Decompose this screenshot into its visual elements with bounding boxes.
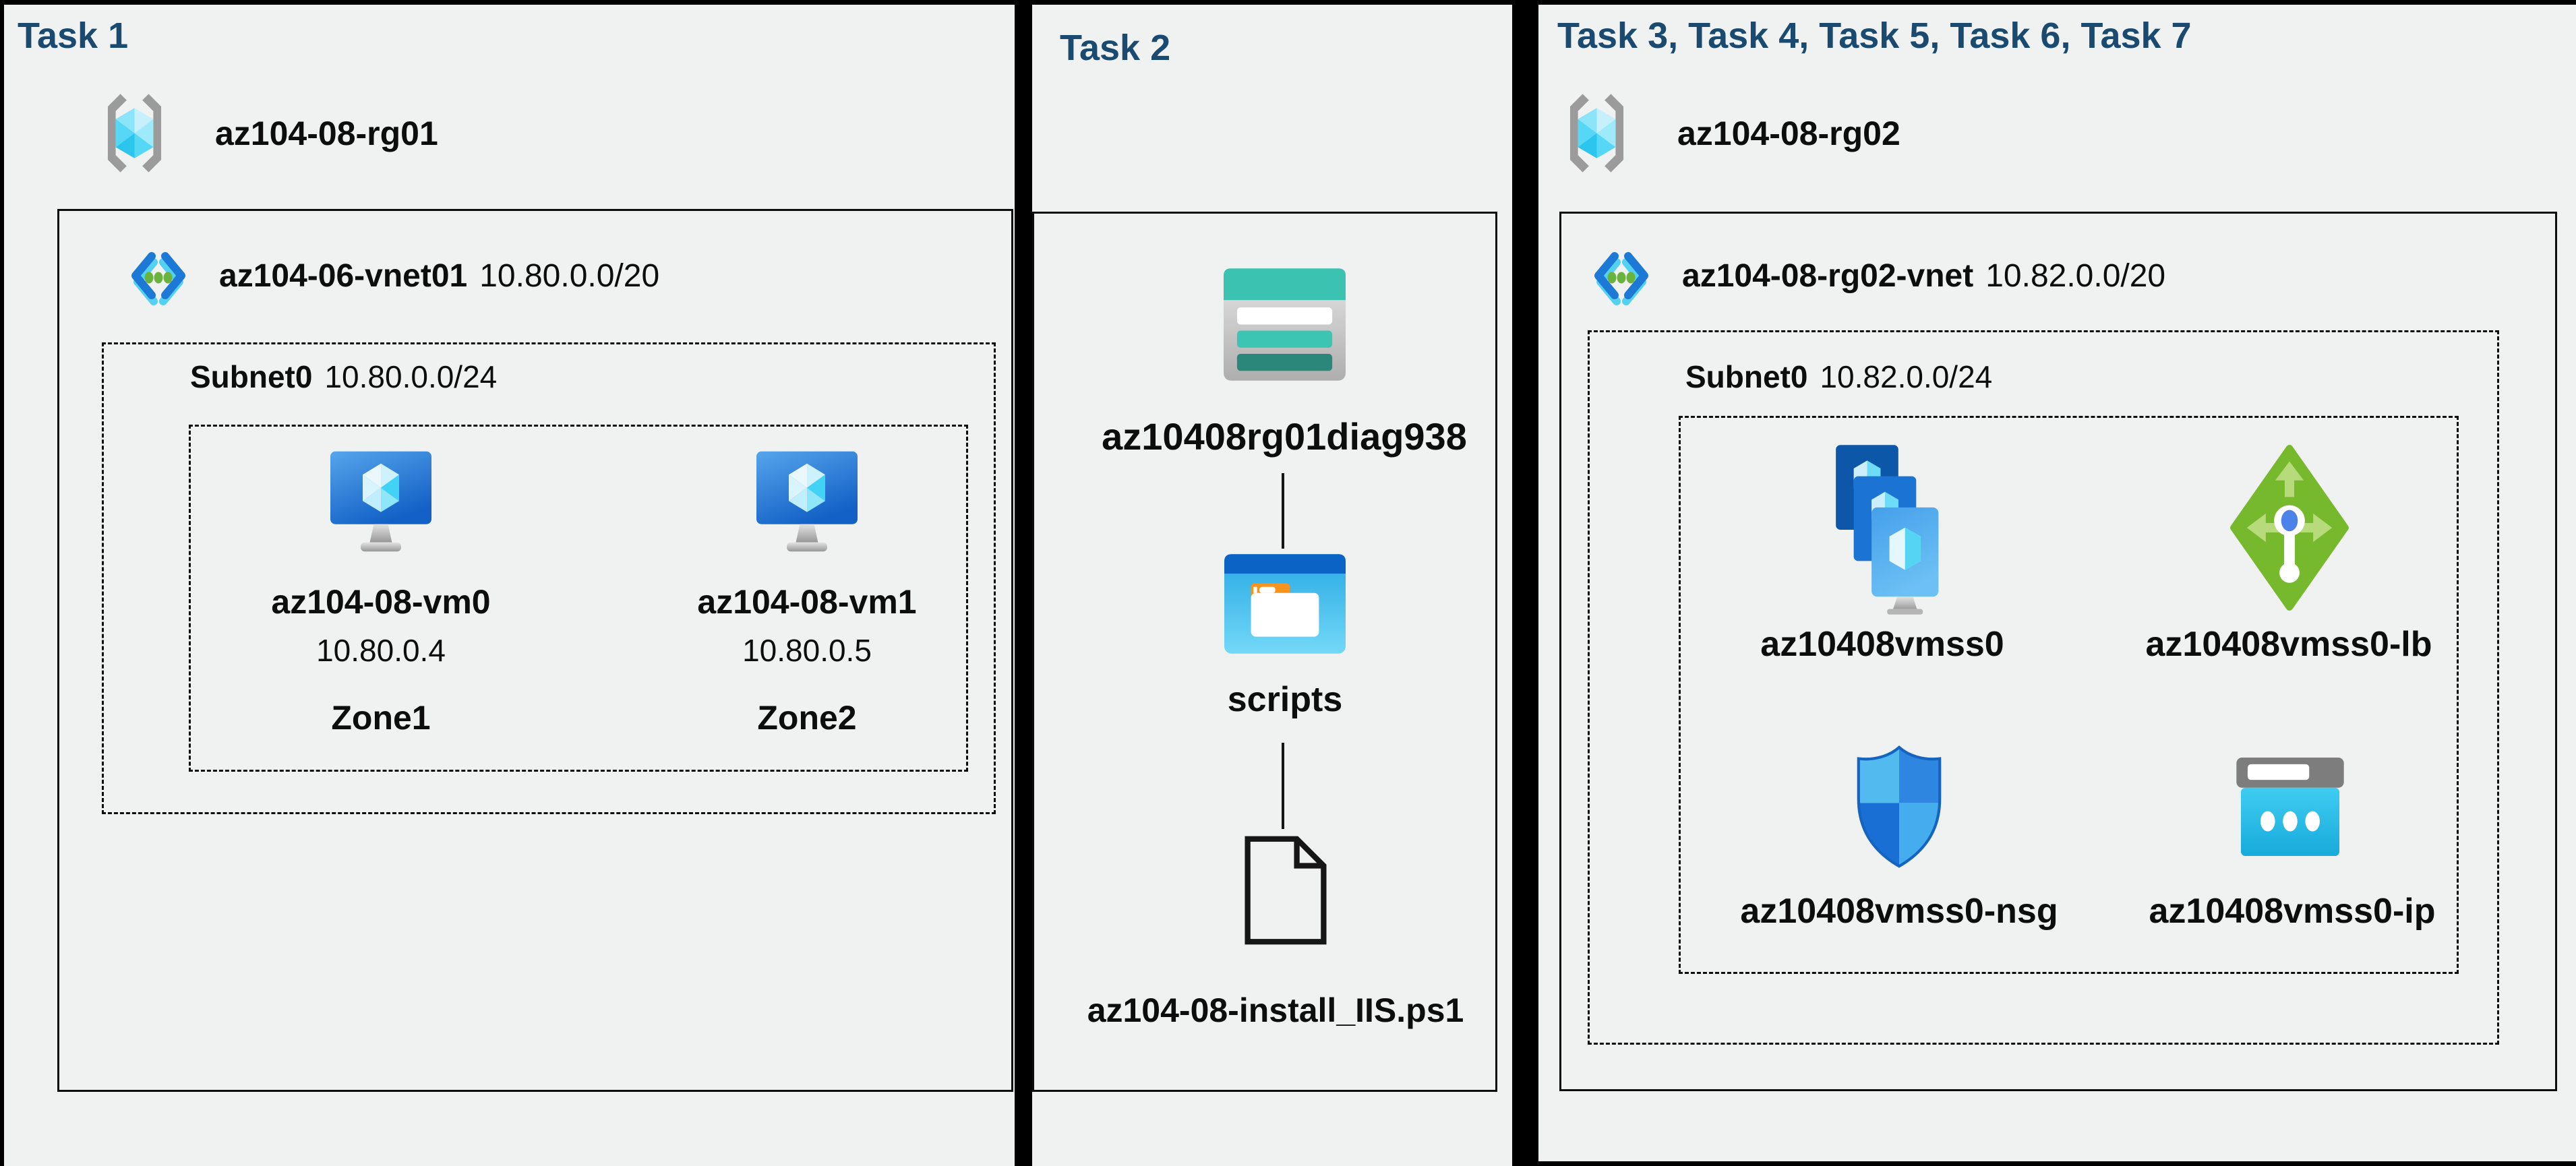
panel-separator-2	[1512, 0, 1538, 1166]
load-balancer-name: az10408vmss0-lb	[2145, 625, 2432, 664]
vnet-cidr: 10.80.0.0/20	[479, 257, 660, 294]
panel-separator-1	[1015, 0, 1032, 1166]
public-ip-icon	[2236, 757, 2344, 857]
script-file-icon	[1245, 836, 1327, 945]
vm-zone: Zone1	[331, 699, 431, 737]
vnet-name: az104-06-vnet01	[219, 257, 468, 294]
vnet-label: az104-08-rg02-vnet 10.82.0.0/20	[1682, 257, 2165, 295]
network-security-group-icon	[1857, 745, 1942, 868]
vnet-name: az104-08-rg02-vnet	[1682, 257, 1974, 294]
vm-name: az104-08-vm0	[271, 583, 491, 621]
panel3-vnet-box	[1559, 212, 2557, 1091]
frame-left-border	[0, 0, 4, 1166]
panel3-subnet-box	[1588, 330, 2499, 1045]
vm-name: az104-08-vm1	[697, 583, 917, 621]
panel3-title: Task 3, Task 4, Task 5, Task 6, Task 7	[1557, 16, 2192, 56]
panel3-bottom-border	[1538, 1161, 2576, 1166]
vm-scale-set-icon	[1836, 445, 1939, 615]
resource-group-icon	[1569, 94, 1624, 173]
panel3-resource-group: az104-08-rg02	[1561, 94, 1900, 173]
panel1-vnet-box	[57, 209, 1013, 1092]
panel1-subnet-label: Subnet0 10.80.0.0/24	[190, 359, 497, 395]
virtual-network-icon	[131, 252, 185, 305]
script-file-name: az104-08-install_IIS.ps1	[1087, 991, 1464, 1029]
subnet-name: Subnet0	[1685, 359, 1808, 394]
panel3-subnet-label: Subnet0 10.82.0.0/24	[1685, 359, 1992, 395]
blob-container-icon	[1224, 554, 1346, 654]
frame-top-border	[0, 0, 2576, 5]
panel3-vnet: az104-08-rg02-vnet 10.82.0.0/20	[1588, 236, 2165, 315]
panel1-vnet: az104-06-vnet01 10.80.0.0/20	[125, 236, 659, 315]
container-name: scripts	[1227, 680, 1343, 719]
subnet-cidr: 10.82.0.0/24	[1820, 359, 1993, 394]
resource-group-name: az104-08-rg02	[1677, 114, 1900, 152]
storage-account-name: az10408rg01diag938	[1102, 415, 1467, 458]
connector-line	[1282, 743, 1284, 829]
panel2-box	[1032, 212, 1497, 1092]
resource-group-icon	[107, 94, 162, 173]
panel1-subnet-box	[102, 342, 996, 814]
public-ip-name: az10408vmss0-ip	[2149, 892, 2436, 931]
storage-account-icon	[1224, 268, 1346, 381]
panel2-title: Task 2	[1060, 28, 1171, 68]
vm-zone: Zone2	[757, 699, 857, 737]
vm-ip: 10.80.0.5	[742, 633, 872, 668]
panel1-resource-group: az104-08-rg01	[98, 94, 438, 173]
vm-ip: 10.80.0.4	[316, 633, 446, 668]
panel1-title: Task 1	[18, 16, 129, 56]
nsg-name: az10408vmss0-nsg	[1740, 892, 2058, 931]
virtual-machine-icon	[330, 451, 431, 552]
subnet-name: Subnet0	[190, 359, 313, 394]
resource-group-name: az104-08-rg01	[215, 114, 438, 152]
panel3-resources-box	[1679, 416, 2459, 974]
virtual-network-icon	[1594, 252, 1648, 305]
load-balancer-icon	[2230, 445, 2349, 611]
virtual-machine-icon	[756, 451, 858, 552]
vnet-cidr: 10.82.0.0/20	[1985, 257, 2166, 294]
vmss-name: az10408vmss0	[1760, 625, 2004, 664]
connector-line	[1282, 473, 1284, 549]
vnet-label: az104-06-vnet01 10.80.0.0/20	[219, 257, 659, 295]
subnet-cidr: 10.80.0.0/24	[324, 359, 498, 394]
panel1-zones-box	[189, 425, 968, 772]
